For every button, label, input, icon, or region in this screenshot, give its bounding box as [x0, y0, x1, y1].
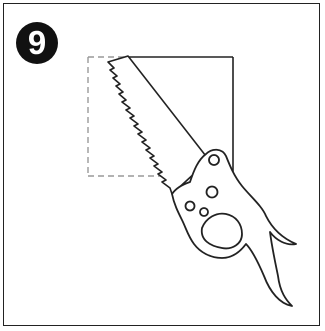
saw-cut-illustration [0, 0, 325, 331]
